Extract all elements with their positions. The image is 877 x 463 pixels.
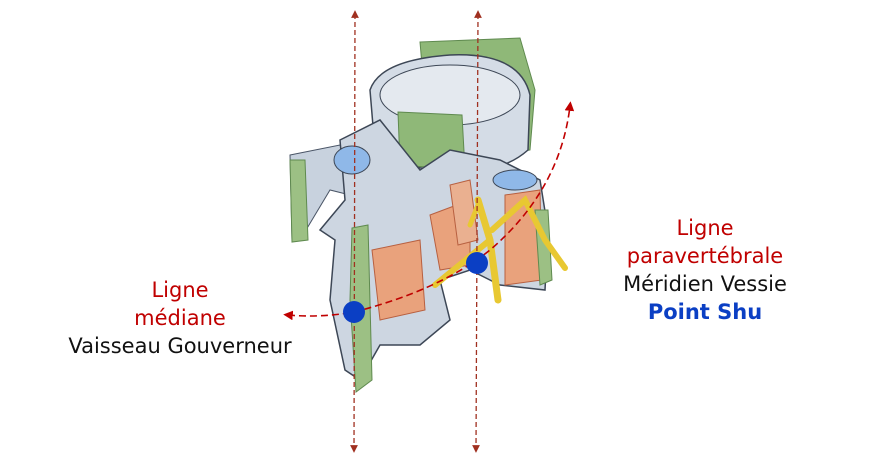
- median-line: [350, 10, 359, 453]
- paravertebral-title-2: paravertébrale: [626, 244, 784, 268]
- shu-point: [466, 252, 488, 274]
- paravertebral-line-label: Ligne paravertébrale Méridien Vessie Poi…: [585, 214, 825, 326]
- bladder-meridian-label: Méridien Vessie: [623, 272, 787, 296]
- governor-vessel-point: [343, 301, 365, 323]
- paravertebral-title-1: Ligne: [676, 216, 734, 240]
- median-line-label: Ligne médiane Vaisseau Gouverneur: [40, 276, 320, 360]
- curved-arrow: [283, 101, 575, 321]
- median-title-2: médiane: [134, 306, 226, 330]
- governor-vessel-label: Vaisseau Gouverneur: [68, 334, 292, 358]
- median-title-1: Ligne: [151, 278, 209, 302]
- shu-point-label: Point Shu: [647, 300, 763, 324]
